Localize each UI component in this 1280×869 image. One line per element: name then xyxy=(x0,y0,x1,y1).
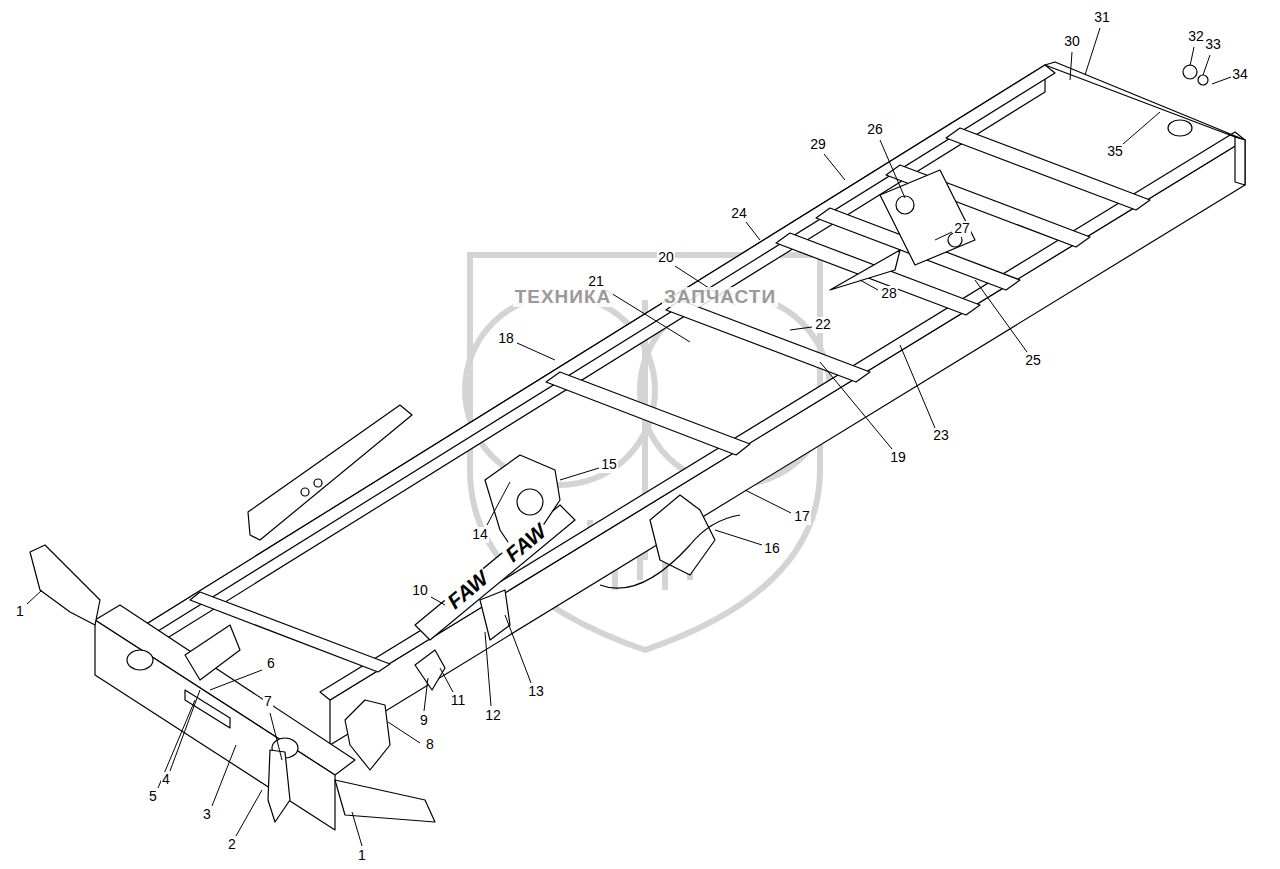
leader-lines xyxy=(27,28,1231,846)
callout-number: 11 xyxy=(450,693,467,708)
watermark-text: ТЕХНИКА xyxy=(513,287,614,308)
callout-number: 17 xyxy=(793,509,811,524)
callout-number: 15 xyxy=(600,457,618,472)
callout-number: 27 xyxy=(953,221,971,236)
callout-number: 19 xyxy=(889,450,907,465)
callout-number: 9 xyxy=(419,713,429,728)
callout-number: 25 xyxy=(1024,353,1042,368)
callout-number: 2 xyxy=(227,837,237,852)
callout-number: 14 xyxy=(471,527,489,542)
callout-number: 5 xyxy=(148,789,158,804)
callout-number: 30 xyxy=(1063,34,1081,49)
callout-number: 18 xyxy=(497,331,515,346)
callout-number: 35 xyxy=(1106,144,1124,159)
callout-number: 22 xyxy=(814,317,832,332)
callout-number: 20 xyxy=(657,250,675,265)
callout-number: 33 xyxy=(1204,37,1222,52)
chassis-frame xyxy=(30,62,1245,830)
callout-number: 24 xyxy=(730,206,748,221)
callout-number: 29 xyxy=(809,137,827,152)
callout-number: 10 xyxy=(411,583,429,598)
callout-number: 12 xyxy=(484,708,502,723)
callout-number: 1 xyxy=(15,604,25,619)
callout-number: 32 xyxy=(1187,29,1205,44)
callout-number: 3 xyxy=(202,807,212,822)
callout-number: 8 xyxy=(425,737,435,752)
callout-number: 7 xyxy=(263,694,273,709)
callout-number: 13 xyxy=(527,684,545,699)
callout-number: 23 xyxy=(932,428,950,443)
callout-number: 4 xyxy=(161,772,171,787)
callout-number: 31 xyxy=(1093,10,1111,25)
callout-number: 26 xyxy=(866,122,884,137)
callout-number: 16 xyxy=(763,541,781,556)
callout-number: 1 xyxy=(357,848,367,863)
callout-number: 28 xyxy=(880,286,898,301)
callout-number: 6 xyxy=(266,656,276,671)
callout-number: 34 xyxy=(1231,67,1249,82)
watermark-text: ЗАПЧАСТИ xyxy=(662,287,778,308)
